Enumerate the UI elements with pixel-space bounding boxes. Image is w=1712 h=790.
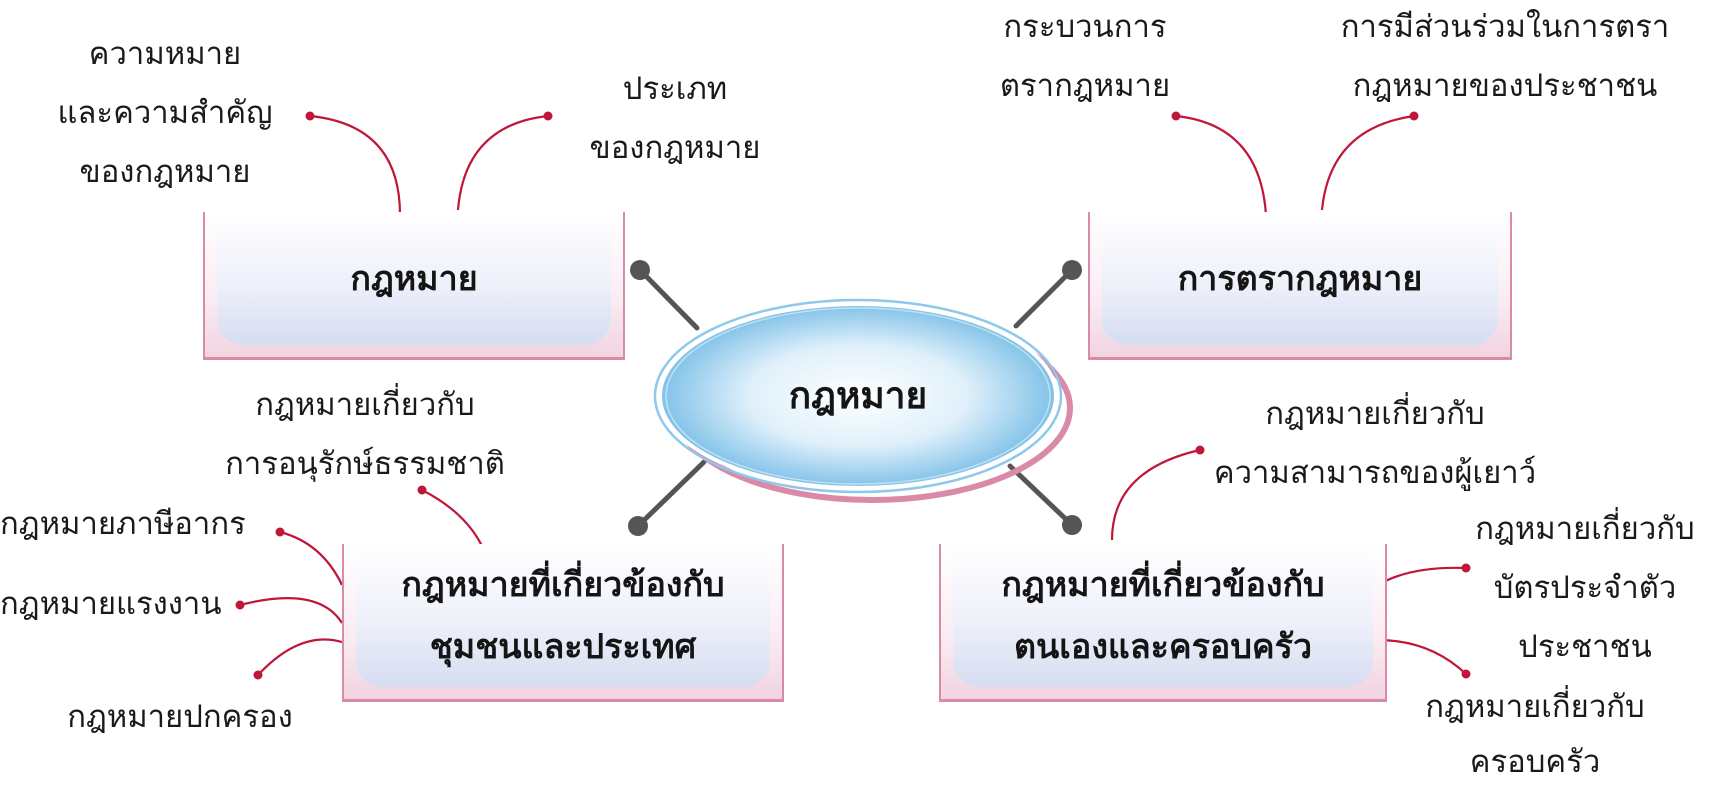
- connector-community-1: [421, 489, 483, 547]
- spoke-community: [635, 459, 707, 529]
- spoke-dot-community: [628, 516, 648, 536]
- subtopic-community-tax: กฎหมายภาษีอากร: [0, 506, 246, 542]
- connector-family-2: [1377, 566, 1467, 586]
- topic-box-family: กฎหมายที่เกี่ยวข้องกับ ตนเองและครอบครัว: [939, 544, 1387, 702]
- subtopic-community-conservation: กฎหมายเกี่ยวกับ การอนุรักษ์ธรรมชาติ: [225, 387, 505, 482]
- topic-label-line: กฎหมายที่เกี่ยวข้องกับ: [401, 564, 725, 605]
- spoke-dot-law: [630, 260, 650, 280]
- topic-box-law: กฎหมาย: [203, 212, 625, 360]
- spoke-law: [637, 267, 700, 331]
- connector-community-4: [257, 638, 343, 676]
- connector-family-1: [1110, 448, 1201, 541]
- topic-label-line: การตรากฎหมาย: [1177, 258, 1423, 299]
- topic-box-community: กฎหมายที่เกี่ยวข้องกับ ชุมชนและประเทศ: [342, 544, 784, 702]
- topic-label: กฎหมายที่เกี่ยวข้องกับ ชุมชนและประเทศ: [356, 544, 770, 687]
- spoke-dot-legislation: [1062, 260, 1082, 280]
- connector-legislation-1: [1175, 114, 1268, 216]
- connector-community-2: [279, 530, 343, 586]
- connector-legislation-2: [1320, 114, 1415, 211]
- subtopic-family-minors: กฎหมายเกี่ยวกับ ความสามารถของผู้เยาว์: [1213, 396, 1537, 491]
- connector-law-1: [309, 114, 402, 216]
- center-label: กฎหมาย: [788, 373, 928, 417]
- center-ellipse: [653, 298, 1073, 503]
- subtopic-law-meaning: ความหมาย และความสำคัญ ของกฎหมาย: [57, 36, 273, 190]
- topic-label-line: กฎหมาย: [350, 258, 478, 299]
- subtopic-law-types: ประเภท ของกฎหมาย: [589, 71, 761, 166]
- topic-label: กฎหมาย: [217, 212, 611, 345]
- topic-label: กฎหมายที่เกี่ยวข้องกับ ตนเองและครอบครัว: [953, 544, 1373, 687]
- topic-label: การตรากฎหมาย: [1102, 212, 1498, 345]
- topic-label-line: ตนเองและครอบครัว: [1013, 626, 1313, 667]
- subtopic-legislation-participation: การมีส่วนร่วมในการตรา กฎหมายของประชาชน: [1340, 9, 1670, 104]
- connector-law-2: [456, 114, 549, 211]
- connector-community-3: [239, 597, 343, 624]
- topic-label-line: กฎหมายที่เกี่ยวข้องกับ: [1001, 564, 1325, 605]
- spoke-legislation: [1013, 267, 1075, 329]
- spoke-family: [1007, 463, 1075, 528]
- topic-box-legislation: การตรากฎหมาย: [1088, 212, 1512, 360]
- subtopic-community-administrative: กฎหมายปกครอง: [67, 699, 293, 735]
- subtopic-family-family: กฎหมายเกี่ยวกับ ครอบครัว: [1425, 689, 1645, 780]
- subtopic-legislation-process: กระบวนการ ตรากฎหมาย: [999, 9, 1171, 104]
- spoke-dot-family: [1062, 515, 1082, 535]
- subtopic-community-labor: กฎหมายแรงงาน: [0, 586, 222, 622]
- connector-family-3: [1377, 638, 1467, 675]
- subtopic-family-id-card: กฎหมายเกี่ยวกับ บัตรประจำตัว ประชาชน: [1475, 511, 1695, 665]
- topic-label-line: ชุมชนและประเทศ: [429, 626, 697, 667]
